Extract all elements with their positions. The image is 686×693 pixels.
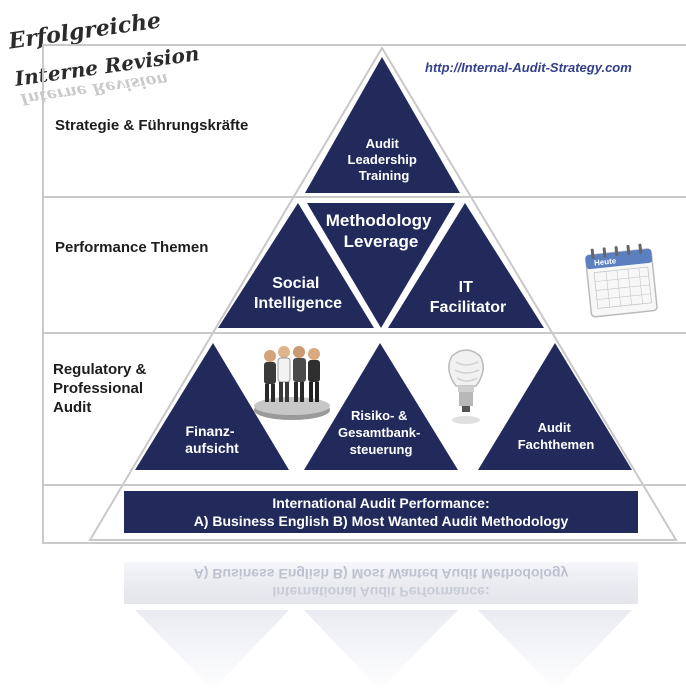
triangle-finanz	[135, 343, 289, 470]
calendar-icon: Heute	[584, 243, 658, 318]
website-url[interactable]: http://Internal-Audit-Strategy.com	[425, 60, 632, 75]
triangle-finanz-line1: Finanz-	[186, 423, 235, 439]
triangle-risiko-line2: Gesamtbank-	[338, 425, 420, 440]
row-band-performance	[42, 196, 686, 332]
triangle-social-line2: Intelligence	[254, 295, 342, 312]
triangle-risiko	[304, 343, 458, 470]
row-band-regulatory	[42, 332, 686, 484]
row-label-strategy: Strategie & Führungskräfte	[55, 117, 249, 134]
triangle-leadership-line1: Audit	[366, 136, 400, 151]
triangle-risiko-line3: steuerung	[350, 442, 413, 457]
triangle-leadership-line2: Leadership	[348, 152, 417, 167]
calendar-label: Heute	[594, 256, 618, 267]
triangle-social	[218, 203, 374, 328]
triangle-methodology-line2: Leverage	[344, 232, 419, 251]
people-group-icon	[254, 346, 330, 420]
row-label-regulatory: Regulatory & Professional Audit	[53, 360, 146, 417]
row-label-performance: Performance Themen	[55, 239, 209, 256]
triangle-fachthemen	[478, 343, 632, 470]
row-label-regulatory-line1: Regulatory &	[53, 361, 147, 378]
triangle-methodology-line1: Methodology	[326, 211, 432, 230]
triangle-leadership-line3: Training	[359, 168, 410, 183]
triangle-it	[388, 203, 544, 328]
reflection-fade	[0, 540, 686, 693]
svg-text:Audit Fachthemen: Audit Fachthemen	[518, 420, 595, 452]
triangle-leadership	[305, 57, 460, 193]
international-audit-bar: International Audit Performance: A) Busi…	[124, 491, 638, 533]
international-audit-line1: International Audit Performance:	[272, 495, 490, 511]
row-band-strategy	[42, 44, 686, 196]
triangle-finanz-line2: aufsicht	[185, 440, 239, 456]
triangle-social-line1: Social	[272, 275, 319, 292]
svg-text:Methodology Leverage: Methodology Leverage	[326, 211, 437, 251]
triangle-risiko-line1: Risiko- &	[351, 408, 407, 423]
svg-text:Risiko- & Gesamtbank-: Risiko- & Gesamtbank- steuerung	[338, 408, 424, 457]
triangle-it-line1: IT	[459, 279, 473, 296]
triangle-fachthemen-line1: Audit	[538, 420, 572, 435]
triangle-methodology	[307, 203, 455, 328]
row-label-regulatory-line2: Professional	[53, 380, 144, 397]
svg-text:Audit Leadership T: Audit Leadership Training	[348, 136, 421, 183]
svg-text:Finanz- aufsicht: Finanz- aufsicht	[185, 423, 239, 456]
mirror-reflection: International Audit Performance: A) Busi…	[0, 540, 686, 693]
lightbulb-icon	[448, 349, 484, 424]
svg-text:Social Intelligence: Social Intelligence	[254, 275, 342, 312]
triangle-fachthemen-line2: Fachthemen	[518, 437, 595, 452]
triangle-it-line2: Facilitator	[430, 299, 506, 316]
svg-text:IT Facilitator: IT Facilitator	[430, 279, 506, 316]
row-label-regulatory-line3: Audit	[53, 399, 92, 416]
international-audit-line2: A) Business English B) Most Wanted Audit…	[193, 513, 569, 529]
